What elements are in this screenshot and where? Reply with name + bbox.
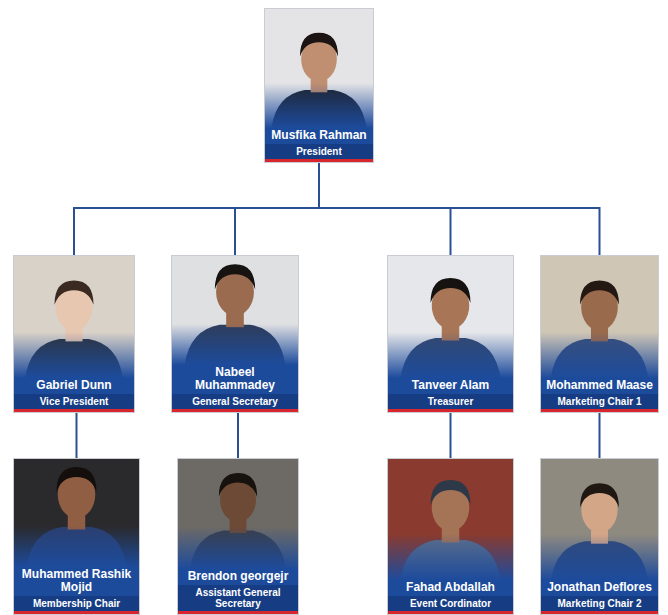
member-role: Assistant General Secretary — [178, 585, 298, 614]
portrait-hair — [580, 483, 619, 507]
portrait-hair — [431, 480, 471, 505]
portrait-hair — [57, 467, 97, 492]
member-card: Tanveer AlamTreasurer — [387, 255, 514, 413]
org-connector — [599, 413, 601, 458]
photo-fade — [172, 324, 298, 365]
photo-background — [14, 459, 139, 567]
portrait-hair — [215, 264, 255, 289]
member-card: Mohammed MaaseMarketing Chair 1 — [540, 255, 659, 413]
portrait-hair — [219, 473, 257, 497]
org-connector — [450, 413, 452, 458]
portrait-hair — [431, 278, 471, 303]
org-connector — [74, 163, 319, 255]
portrait-hair — [54, 280, 93, 304]
photo-background — [388, 459, 513, 580]
member-name: Musfika Rahman — [265, 128, 373, 144]
member-photo — [541, 256, 658, 378]
member-name: Gabriel Dunn — [14, 378, 134, 394]
member-photo — [541, 459, 658, 580]
member-role: President — [265, 144, 373, 162]
member-photo — [172, 256, 298, 365]
photo-fade — [265, 83, 373, 128]
member-card: Nabeel MuhammadeyGeneral Secretary — [171, 255, 299, 413]
member-card: Musfika RahmanPresident — [264, 8, 374, 163]
photo-background — [265, 9, 373, 128]
member-role: General Secretary — [172, 394, 298, 412]
org-connector — [235, 163, 319, 255]
member-photo — [14, 459, 139, 567]
member-role: Membership Chair — [14, 596, 139, 614]
member-card: Fahad AbdallahEvent Cordinator — [387, 458, 514, 615]
photo-fade — [541, 534, 658, 580]
member-name: Nabeel Muhammadey — [172, 365, 298, 394]
member-role: Event Cordinator — [388, 596, 513, 614]
member-name: Jonathan Deflores — [541, 580, 658, 596]
photo-background — [541, 256, 658, 378]
portrait-hair — [580, 280, 619, 304]
member-card: Brendon georgejrAssistant General Secret… — [177, 458, 299, 615]
member-name: Brendon georgejr — [178, 569, 298, 585]
photo-background — [172, 256, 298, 365]
member-photo — [265, 9, 373, 128]
member-card: Jonathan DefloresMarketing Chair 2 — [540, 458, 659, 615]
photo-fade — [14, 526, 139, 567]
member-card: Gabriel DunnVice President — [13, 255, 135, 413]
photo-background — [14, 256, 134, 378]
photo-fade — [388, 332, 513, 378]
member-name: Tanveer Alam — [388, 378, 513, 394]
photo-background — [388, 256, 513, 378]
member-photo — [14, 256, 134, 378]
member-photo — [388, 459, 513, 580]
photo-fade — [388, 534, 513, 580]
member-role: Marketing Chair 2 — [541, 596, 658, 614]
org-connector — [237, 413, 239, 458]
member-photo — [178, 459, 298, 569]
org-connector — [76, 413, 78, 458]
member-card: Muhammed Rashik MojidMembership Chair — [13, 458, 140, 615]
photo-background — [178, 459, 298, 569]
member-role: Treasurer — [388, 394, 513, 412]
photo-fade — [541, 332, 658, 378]
member-photo — [388, 256, 513, 378]
member-name: Muhammed Rashik Mojid — [14, 567, 139, 596]
org-connector — [319, 163, 600, 255]
portrait-hair — [300, 33, 338, 57]
member-name: Mohammed Maase — [541, 378, 658, 394]
member-name: Fahad Abdallah — [388, 580, 513, 596]
member-role: Vice President — [14, 394, 134, 412]
photo-background — [541, 459, 658, 580]
photo-fade — [178, 527, 298, 569]
member-role: Marketing Chair 1 — [541, 394, 658, 412]
photo-fade — [14, 332, 134, 378]
